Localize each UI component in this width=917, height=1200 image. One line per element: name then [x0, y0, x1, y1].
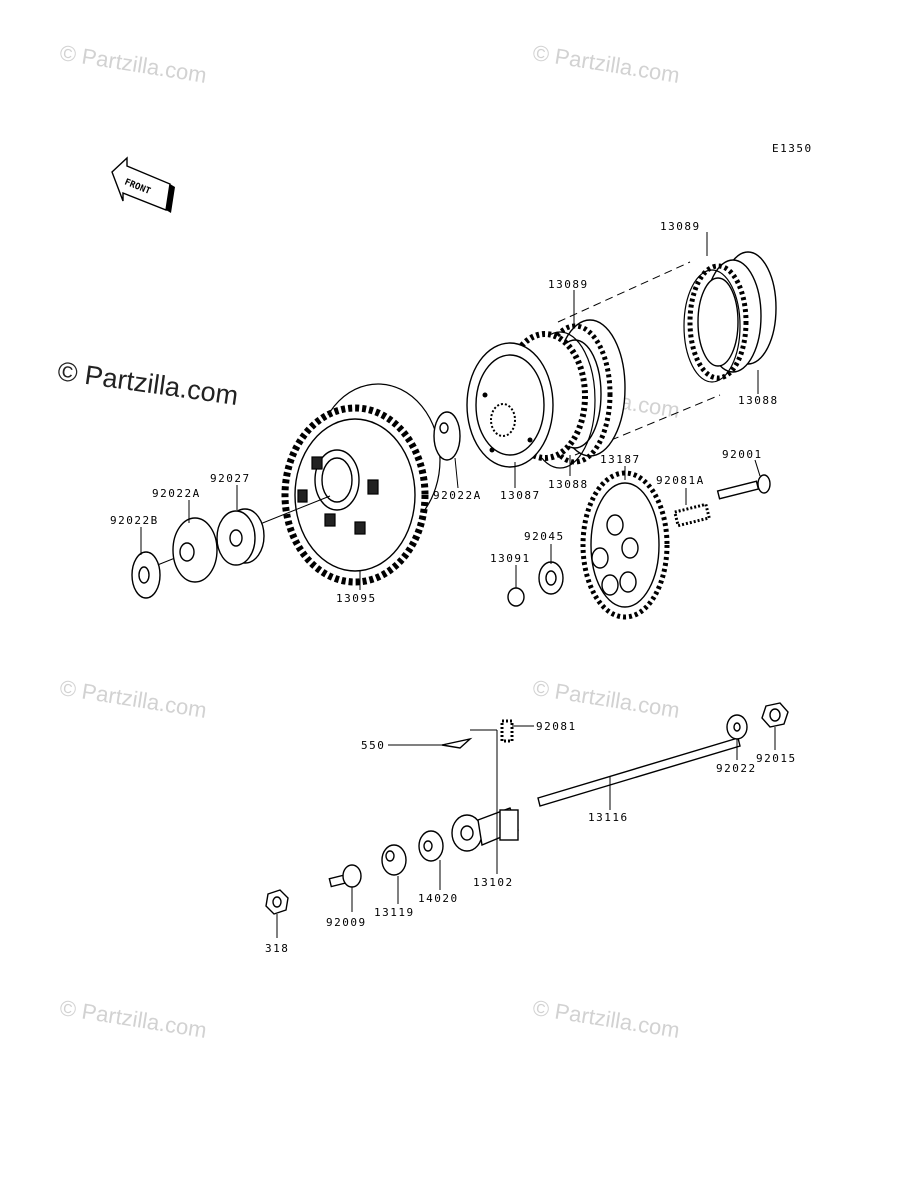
label-92045: 92045: [524, 530, 565, 543]
label-13088-mid: 13088: [548, 478, 589, 491]
clutch-housing: [281, 383, 441, 586]
washer-92022: [726, 714, 748, 740]
screw-92009: [328, 864, 362, 888]
label-92022a-left: 92022A: [152, 487, 201, 500]
bearing-92045: [538, 561, 564, 595]
label-13102: 13102: [473, 876, 514, 889]
spring-92081: [500, 719, 514, 743]
release-lever: [451, 807, 519, 852]
label-92081: 92081: [536, 720, 577, 733]
label-318: 318: [265, 942, 289, 955]
label-13089-mid: 13089: [548, 278, 589, 291]
label-13116: 13116: [588, 811, 629, 824]
collar-92027: [216, 508, 265, 566]
bolt-92001: [716, 474, 771, 500]
label-13095: 13095: [336, 592, 377, 605]
label-92009: 92009: [326, 916, 367, 929]
label-92022b: 92022B: [110, 514, 159, 527]
label-92015: 92015: [756, 752, 797, 765]
washer-92022b: [131, 551, 161, 599]
washer-92022a-right: [433, 411, 461, 461]
label-92022a-right: 92022A: [433, 489, 482, 502]
diagram-code: E1350: [772, 142, 813, 155]
spring-92081a: [672, 502, 712, 528]
label-13089-top: 13089: [660, 220, 701, 233]
label-13087: 13087: [500, 489, 541, 502]
clutch-hub: [466, 331, 588, 468]
pushrod-13116: [537, 737, 741, 807]
cotter-pin-550: [441, 737, 473, 749]
nut-92015: [761, 702, 789, 728]
label-13119: 13119: [374, 906, 415, 919]
clutch-plate-pack-right: [683, 251, 777, 383]
nut-318: [265, 889, 289, 915]
label-13187: 13187: [600, 453, 641, 466]
pushrod-13091: [507, 587, 525, 607]
plate-14020: [418, 830, 444, 862]
label-13091: 13091: [490, 552, 531, 565]
label-92027: 92027: [210, 472, 251, 485]
label-550: 550: [361, 739, 385, 752]
front-arrow-icon: FRONT: [111, 156, 175, 213]
label-14020: 14020: [418, 892, 459, 905]
label-92001: 92001: [722, 448, 763, 461]
washer-92022a-left: [172, 517, 218, 583]
label-13088-right: 13088: [738, 394, 779, 407]
cam-13119: [381, 844, 407, 876]
label-92022: 92022: [716, 762, 757, 775]
label-92081a: 92081A: [656, 474, 705, 487]
pressure-plate: [580, 470, 670, 620]
